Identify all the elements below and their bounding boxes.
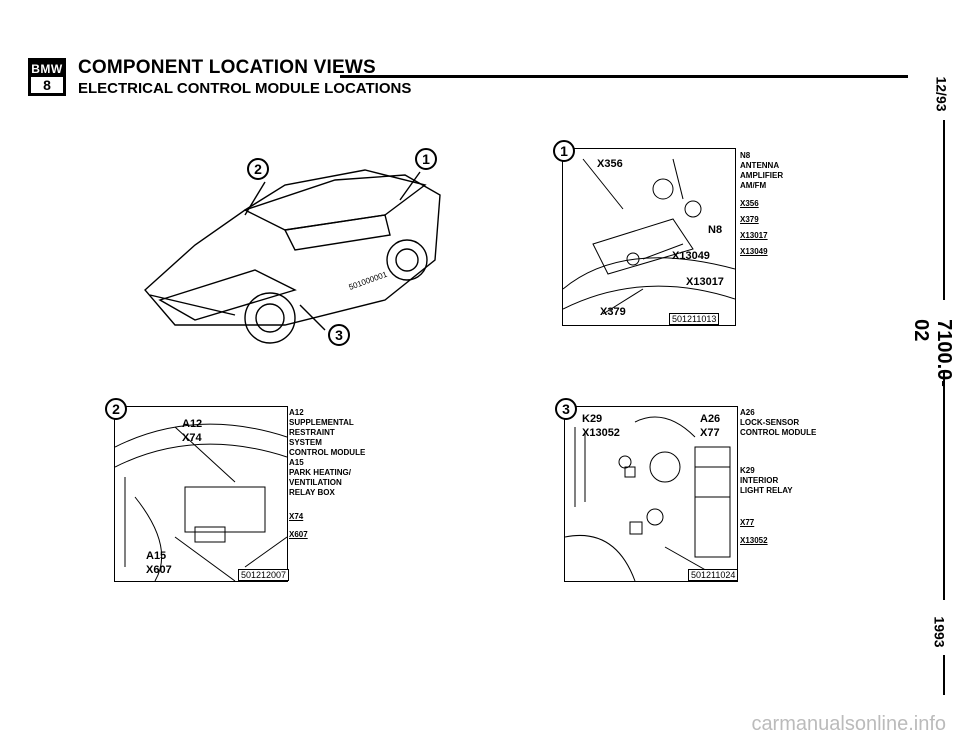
panel-2-detail bbox=[114, 406, 288, 582]
legend-line: VENTILATION bbox=[289, 478, 342, 487]
panel-1-fig-number: 501211013 bbox=[669, 313, 720, 325]
bmw-logo: BMW 8 bbox=[28, 58, 66, 96]
side-line-1 bbox=[943, 120, 945, 300]
legend-line: SYSTEM bbox=[289, 438, 322, 447]
panel-3-label-k29: K29 bbox=[582, 413, 603, 425]
legend-line: LIGHT RELAY bbox=[740, 486, 793, 495]
page-subtitle: ELECTRICAL CONTROL MODULE LOCATIONS bbox=[78, 80, 412, 97]
panel-3-detail bbox=[564, 406, 738, 582]
legend-line: K29 bbox=[740, 466, 755, 475]
panel-1-label-n8: N8 bbox=[708, 224, 723, 236]
car-front-wheel bbox=[244, 292, 296, 344]
legend-ref: X13049 bbox=[740, 247, 768, 256]
panel-3-drawing bbox=[565, 416, 731, 581]
side-line-3 bbox=[943, 655, 945, 695]
car-pointer-2 bbox=[244, 181, 266, 216]
legend-line: A15 bbox=[289, 458, 304, 467]
legend-ref: X77 bbox=[740, 518, 755, 527]
legend-line: LOCK-SENSOR bbox=[740, 418, 800, 427]
panel-1-detail bbox=[562, 148, 736, 326]
legend-ref: X607 bbox=[289, 530, 308, 539]
legend-line: PARK HEATING/ bbox=[289, 468, 351, 477]
legend-line: CONTROL MODULE bbox=[740, 428, 817, 437]
car-illustration: 501000001 bbox=[144, 169, 441, 344]
panel-3-legend: A26 LOCK-SENSOR CONTROL MODULE K29 INTER… bbox=[740, 408, 816, 546]
legend-line: A26 bbox=[740, 408, 755, 417]
panel-3-fig-number: 501211024 bbox=[688, 569, 739, 581]
panel-1-label-x13017: X13017 bbox=[686, 276, 724, 288]
legend-line: N8 bbox=[740, 151, 751, 160]
legend-ref: X13017 bbox=[740, 231, 768, 240]
page-title: COMPONENT LOCATION VIEWS bbox=[78, 57, 376, 78]
panel-1-label-x379: X379 bbox=[600, 306, 626, 318]
panel-1-legend: N8 ANTENNA AMPLIFIER AM/FM X356 X379 X13… bbox=[740, 151, 783, 257]
car-rear-hub bbox=[395, 248, 419, 272]
panel-2-callout: 2 bbox=[105, 398, 127, 420]
panel-3-callout: 3 bbox=[555, 398, 577, 420]
legend-line: AMPLIFIER bbox=[740, 171, 784, 180]
legend-line: RESTRAINT bbox=[289, 428, 335, 437]
legend-ref: X13052 bbox=[740, 536, 768, 545]
car-bumper bbox=[149, 294, 236, 316]
car-front-hub bbox=[255, 303, 285, 333]
legend-ref: X379 bbox=[740, 215, 759, 224]
car-body-outline bbox=[144, 174, 441, 326]
car-callout-1: 1 bbox=[415, 148, 437, 170]
car-rear-wheel bbox=[386, 239, 428, 281]
side-date: 12/93 bbox=[933, 76, 950, 112]
side-code: 7100.0-02 bbox=[909, 319, 955, 387]
panel-2-label-x74: X74 bbox=[182, 432, 202, 444]
side-line-2 bbox=[943, 370, 945, 600]
panel-2-label-x607: X607 bbox=[146, 564, 172, 576]
legend-line: A12 bbox=[289, 408, 304, 417]
legend-ref: X74 bbox=[289, 512, 304, 521]
legend-line: CONTROL MODULE bbox=[289, 448, 366, 457]
legend-line: AM/FM bbox=[740, 181, 767, 190]
car-callout-2: 2 bbox=[247, 158, 269, 180]
car-roof bbox=[243, 169, 427, 231]
panel-1-label-x13049: X13049 bbox=[672, 250, 710, 262]
panel-2-drawing bbox=[115, 423, 287, 581]
panel-1-label-x356: X356 bbox=[597, 158, 623, 170]
legend-line: INTERIOR bbox=[740, 476, 779, 485]
panel-2-label-a12: A12 bbox=[182, 418, 203, 430]
panel-1-drawing bbox=[563, 158, 735, 315]
legend-line: SUPPLEMENTAL bbox=[289, 418, 354, 427]
legend-ref: X356 bbox=[740, 199, 759, 208]
panel-3-label-a26: A26 bbox=[700, 413, 721, 425]
car-hood bbox=[158, 269, 297, 321]
logo-top: BMW bbox=[31, 61, 63, 77]
panel-3-label-x77: X77 bbox=[700, 427, 720, 439]
panel-2-legend: A12 SUPPLEMENTAL RESTRAINT SYSTEM CONTRO… bbox=[289, 408, 365, 540]
car-pointer-1 bbox=[399, 171, 421, 201]
watermark: carmanualsonline.info bbox=[751, 713, 946, 735]
panel-1-callout: 1 bbox=[553, 140, 575, 162]
legend-line: RELAY BOX bbox=[289, 488, 335, 497]
car-callout-3: 3 bbox=[328, 324, 350, 346]
car-code: 501000001 bbox=[348, 270, 389, 292]
car-window bbox=[283, 214, 391, 251]
header-rule bbox=[340, 75, 908, 78]
panel-3-label-x13052: X13052 bbox=[582, 427, 620, 439]
panel-2-fig-number: 501212007 bbox=[238, 569, 290, 581]
panel-2-label-a15: A15 bbox=[146, 550, 167, 562]
legend-line: ANTENNA bbox=[740, 161, 780, 170]
logo-bottom: 8 bbox=[43, 77, 51, 93]
side-year: 1993 bbox=[931, 616, 948, 648]
car-pointer-3 bbox=[299, 304, 326, 331]
